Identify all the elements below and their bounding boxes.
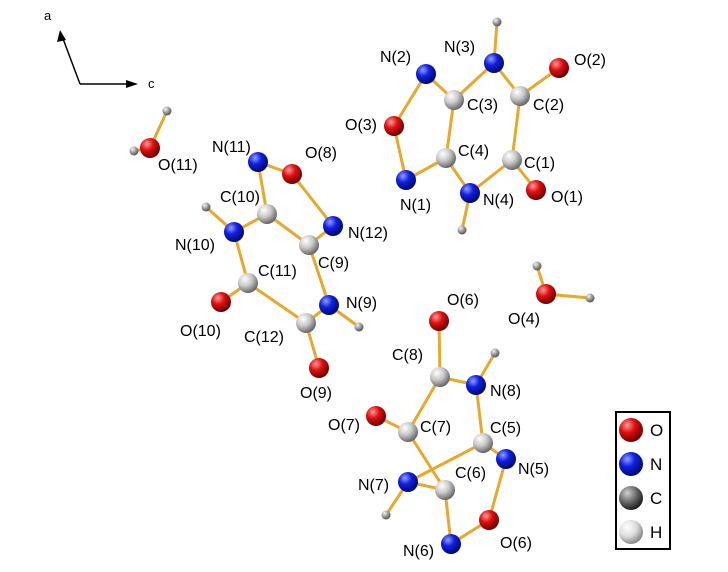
label-c9: C(9) (318, 255, 349, 272)
atom-o3 (384, 116, 404, 136)
atom-o11 (140, 138, 160, 158)
label-o8: O(8) (305, 145, 337, 162)
atom-n8 (466, 375, 486, 395)
atom-c8 (430, 367, 450, 387)
label-n11: N(11) (212, 139, 251, 156)
atom-h-n7 (381, 510, 391, 520)
atom-o9 (309, 358, 329, 378)
atom-h-o4-b (585, 293, 595, 303)
legend-c-icon (619, 486, 643, 510)
a-axis-label: a (44, 8, 52, 23)
atom-h-o11-b (129, 146, 139, 156)
label-n9: N(9) (346, 295, 377, 312)
label-o7: O(7) (328, 417, 360, 434)
atom-n10 (224, 222, 244, 242)
label-c6: C(6) (455, 465, 486, 482)
atom-c4 (436, 148, 456, 168)
atom-c10 (257, 204, 277, 224)
label-n6: N(6) (403, 543, 434, 560)
atom-o2 (549, 58, 569, 78)
label-n5: N(5) (518, 461, 549, 478)
label-n8: N(8) (490, 383, 521, 400)
atom-labels: N(2) N(3) O(2) O(3) C(3) C(2) C(4) C(1) … (158, 39, 606, 560)
label-n4: N(4) (483, 192, 514, 209)
atom-o4 (536, 284, 556, 304)
atom-o7 (366, 406, 386, 426)
label-c7: C(7) (420, 419, 451, 436)
label-n2: N(2) (380, 49, 411, 66)
atom-c6 (435, 480, 455, 500)
atom-c3 (444, 90, 464, 110)
atom-n1 (396, 170, 416, 190)
atom-h-n8 (490, 348, 500, 358)
label-n1: N(1) (400, 197, 431, 214)
axis-indicator: a c (44, 8, 155, 91)
atom-h-n9 (354, 322, 364, 332)
label-c4: C(4) (458, 143, 489, 160)
atom-h-n3 (492, 17, 502, 27)
label-c1: C(1) (524, 155, 555, 172)
atom-o10 (211, 292, 231, 312)
a-axis-line (61, 35, 81, 85)
atom-o6-top (429, 311, 449, 331)
label-o4: O(4) (508, 311, 540, 328)
atom-n9 (319, 295, 339, 315)
label-n7: N(7) (358, 477, 389, 494)
label-o6-bottom: O(6) (500, 535, 532, 552)
legend-o-icon (619, 418, 643, 442)
legend-h-label: H (650, 523, 662, 542)
atom-h-o11-a (162, 106, 172, 116)
atom-o6-bottom (479, 510, 499, 530)
label-o9: O(9) (300, 385, 332, 402)
atom-c2 (510, 86, 530, 106)
label-o2: O(2) (574, 52, 606, 69)
atoms (129, 17, 595, 554)
atom-c1 (502, 150, 522, 170)
atom-c5 (473, 433, 493, 453)
atom-n11 (248, 152, 268, 172)
legend-n-icon (619, 452, 643, 476)
label-o6-top: O(6) (447, 292, 479, 309)
label-c2: C(2) (533, 97, 564, 114)
label-o10: O(10) (180, 323, 221, 340)
atom-n2 (416, 64, 436, 84)
atom-n6 (441, 534, 461, 554)
label-n10: N(10) (175, 237, 215, 254)
label-c8: C(8) (392, 347, 423, 364)
legend-c-label: C (650, 489, 662, 508)
label-n12: N(12) (348, 225, 388, 242)
legend-n-label: N (650, 455, 662, 474)
atom-n7 (398, 472, 418, 492)
c-axis-label: c (148, 76, 155, 91)
label-c12: C(12) (244, 329, 284, 346)
label-o3: O(3) (345, 117, 377, 134)
atom-o8 (282, 164, 302, 184)
legend-h-icon (619, 520, 643, 544)
label-o11: O(11) (158, 157, 198, 174)
atom-h-o4-a (532, 261, 542, 271)
atom-c11 (238, 273, 258, 293)
label-n3: N(3) (444, 39, 475, 56)
c-axis-arrow-icon (126, 80, 138, 88)
label-c11: C(11) (258, 263, 297, 280)
atom-n12 (323, 216, 343, 236)
a-axis-arrow-icon (57, 30, 66, 42)
label-c5: C(5) (490, 420, 521, 437)
element-legend: O N C H (615, 411, 671, 550)
atom-h-n4 (457, 225, 467, 235)
atom-h-n10 (201, 202, 211, 212)
atom-n4 (460, 183, 480, 203)
label-c3: C(3) (467, 97, 498, 114)
atom-c7 (398, 422, 418, 442)
label-o1: O(1) (551, 189, 583, 206)
atom-c12 (296, 313, 316, 333)
atom-o1 (526, 180, 546, 200)
atom-c9 (299, 235, 319, 255)
atom-n5 (496, 449, 516, 469)
label-c10: C(10) (220, 189, 260, 206)
legend-o-label: O (650, 421, 663, 440)
atom-n3 (484, 53, 504, 73)
